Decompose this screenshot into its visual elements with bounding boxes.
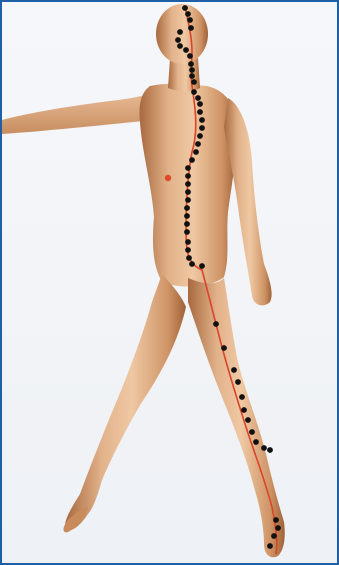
acupoint [189,73,195,79]
acupoint [185,11,191,17]
acupoint [188,25,194,31]
acupoint [191,89,197,95]
acupoint [175,37,181,43]
acupoint [197,133,203,139]
acupoint [183,47,189,53]
acupoint [189,157,195,163]
acupoint [261,445,267,451]
acupoint [191,79,197,85]
acupoint [221,345,227,351]
acupoint [199,117,205,123]
acupoint [182,5,188,11]
acupoint [188,61,194,67]
acupoint [249,429,255,435]
marker-point [165,175,171,181]
acupoint [275,525,281,531]
acupoint [185,247,191,253]
acupoint [195,141,201,147]
acupoint [231,367,237,373]
acupoint [213,321,219,327]
acupoint [184,221,190,227]
acupoint [197,101,203,107]
acupoint [187,17,193,23]
acupoint [177,29,183,35]
acupoint [241,407,247,413]
acupoint [185,197,191,203]
acupoint [187,53,193,59]
acupoint [193,149,199,155]
acupoint [184,213,190,219]
acupoint [197,109,203,115]
acupoint [185,239,191,245]
acupoint [184,229,190,235]
acupoint [235,379,241,385]
acupoint [185,189,191,195]
acupoint [189,261,195,267]
left-leg [65,274,186,530]
acupoint [185,173,191,179]
acupoint [245,417,251,423]
acupoint [199,125,205,131]
acupoint [271,533,277,539]
acupoint [267,447,273,453]
acupoint [189,67,195,73]
acupoint [273,517,279,523]
acupoint [267,543,273,549]
acupoint [239,394,245,400]
acupoint [199,263,205,269]
acupoint [186,255,192,261]
right-arm-hanging [224,98,272,305]
left-arm-outstretched [2,94,152,134]
acupoint [185,165,191,171]
acupoint [185,181,191,187]
acupoint [177,43,183,49]
acupoint [184,205,190,211]
right-leg [188,278,285,557]
acupoint [253,439,259,445]
acupoint [195,95,201,101]
